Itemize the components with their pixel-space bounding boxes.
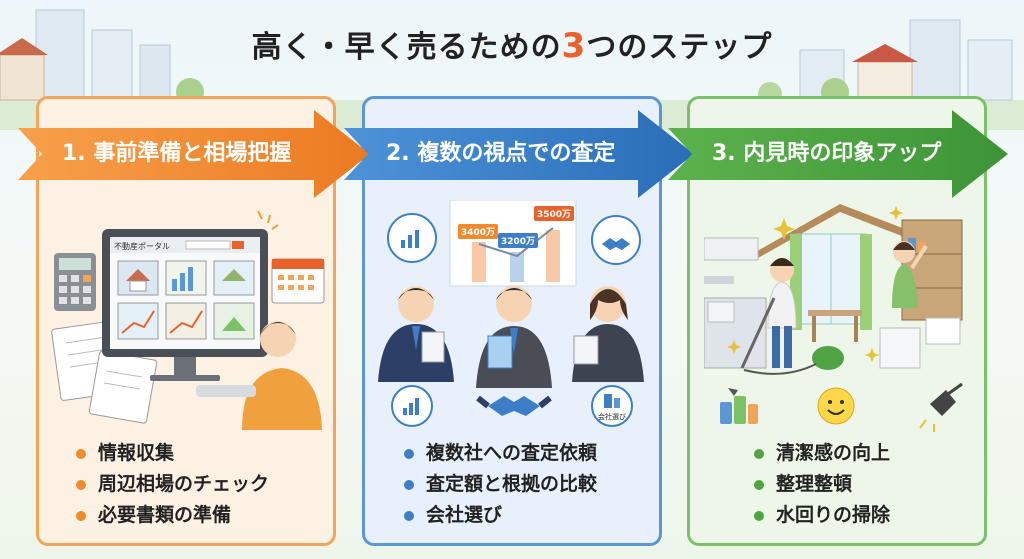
appraisal-chart: 3400万 3200万 3500万 (449, 200, 577, 287)
step-2-arrow: 2. 複数の視点での査定 (344, 110, 694, 198)
sparkle-lines (257, 210, 279, 230)
step-2-label: 2. 複数の視点での査定 (386, 141, 616, 166)
calendar-icon (271, 258, 325, 304)
company-badge-label: 会社選び (598, 412, 626, 421)
portal-title: 不動産ポータル (114, 241, 170, 251)
handshake-icon (476, 395, 552, 416)
step-3-arrow: 3. 内見時の印象アップ (668, 110, 1008, 198)
person-cleaning-shelf (892, 241, 928, 308)
appraisal-value-3: 3500万 (537, 209, 571, 220)
appraiser-center (476, 286, 552, 388)
bullet-dot (754, 511, 764, 521)
bullet-dot (76, 449, 86, 459)
bullet-dot (754, 449, 764, 459)
appraisal-illustration: 3400万 3200万 3500万 (378, 200, 644, 427)
lamp-icon (919, 382, 963, 432)
bullet-dot (76, 480, 86, 490)
research-illustration: 不動産ポータル (51, 210, 325, 430)
small-chart-icon (391, 385, 433, 427)
appraiser-left (378, 286, 454, 382)
bullet-dot (404, 511, 414, 521)
appraiser-right (572, 286, 644, 382)
list-item: 水回りの掃除 (752, 500, 890, 531)
calculator-icon (54, 253, 96, 311)
list-item: 必要書類の準備 (74, 500, 269, 531)
growth-chart-icon (387, 213, 437, 263)
page-title: 高く・早く売るための3つのステップ (251, 26, 773, 66)
list-item: 清潔感の向上 (752, 438, 890, 469)
step-3-bullets: 清潔感の向上 整理整頓 水回りの掃除 (752, 438, 890, 531)
list-item: 情報収集 (74, 438, 269, 469)
handshake-bubble-icon (591, 215, 641, 265)
cleaning-spray-icon (720, 388, 758, 424)
monitor-icon: 不動産ポータル (102, 229, 268, 381)
step-1-arrow: 1. 事前準備と相場把握 (18, 110, 370, 198)
step-1-label: 1. 事前準備と相場把握 (62, 141, 292, 166)
company-building-icon: 会社選び (591, 385, 633, 427)
list-item: 査定額と根拠の比較 (402, 469, 597, 500)
bullet-dot (404, 480, 414, 490)
list-item: 整理整頓 (752, 469, 890, 500)
appraisal-value-2: 3200万 (501, 236, 535, 247)
list-item: 周辺相場のチェック (74, 469, 269, 500)
person-vacuuming (740, 258, 844, 375)
person-at-computer (196, 321, 322, 430)
bullet-dot (76, 511, 86, 521)
step-3-label: 3. 内見時の印象アップ (712, 141, 942, 166)
list-item: 会社選び (402, 500, 597, 531)
bullet-dot (404, 449, 414, 459)
step-2-bullets: 複数社への査定依頼 査定額と根拠の比較 会社選び (402, 438, 597, 531)
sparkle-icons (727, 206, 903, 362)
bullet-dot (754, 480, 764, 490)
step-1-bullets: 情報収集 周辺相場のチェック 必要書類の準備 (74, 438, 269, 531)
smiley-icon (817, 387, 855, 425)
list-item: 複数社への査定依頼 (402, 438, 597, 469)
home-cleaning-illustration (704, 204, 963, 432)
appraisal-value-1: 3400万 (461, 227, 495, 238)
